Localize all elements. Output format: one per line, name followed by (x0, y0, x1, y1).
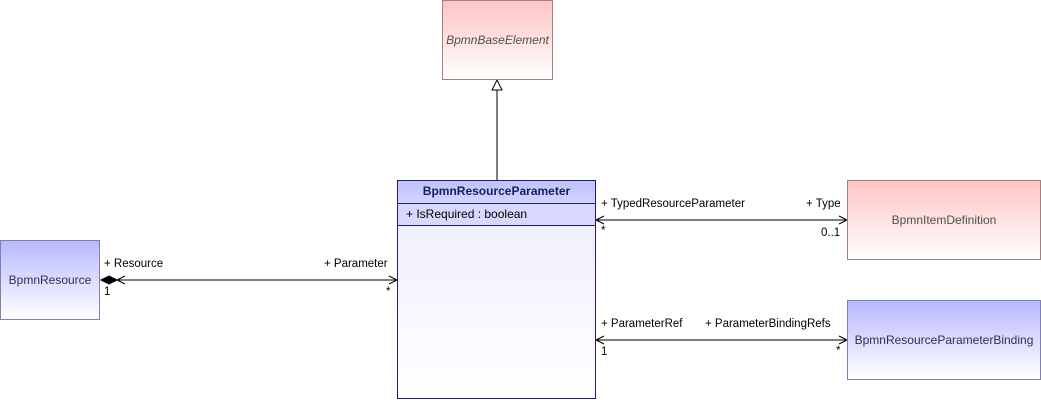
class-bpmn-base-element[interactable]: BpmnBaseElement (442, 0, 553, 80)
class-name: BpmnResourceParameterBinding (854, 333, 1034, 347)
class-bpmn-resource[interactable]: BpmnResource (0, 240, 100, 320)
multiplicity-resource: 1 (104, 286, 111, 298)
class-name: BpmnResourceParameter (398, 181, 595, 204)
class-bpmn-resource-parameter[interactable]: BpmnResourceParameter + IsRequired : boo… (397, 180, 596, 399)
generalization-arrowhead (491, 78, 503, 91)
class-name: BpmnResource (8, 273, 92, 287)
class-name: BpmnBaseElement (446, 33, 549, 47)
role-label-resource: + Resource (104, 258, 164, 270)
multiplicity-parameter-binding-refs: * (836, 345, 841, 357)
multiplicity-parameter: * (386, 286, 391, 298)
class-attribute: + IsRequired : boolean (398, 204, 595, 226)
composition-diamond (99, 275, 119, 285)
class-bpmn-resource-parameter-binding[interactable]: BpmnResourceParameterBinding (847, 300, 1041, 380)
type-arrowhead-left (594, 215, 605, 225)
role-label-parameter-binding-refs: + ParameterBindingRefs (705, 318, 831, 330)
class-bpmn-item-definition[interactable]: BpmnItemDefinition (847, 180, 1041, 260)
binding-arrowhead-left (594, 335, 605, 345)
role-label-typed-resource-parameter: + TypedResourceParameter (601, 198, 745, 210)
role-label-type: + Type (806, 198, 841, 210)
role-label-parameter: + Parameter (324, 258, 388, 270)
role-label-parameter-ref: + ParameterRef (601, 318, 683, 330)
class-name: BpmnItemDefinition (891, 213, 997, 227)
multiplicity-typed-resource-parameter: * (601, 225, 606, 237)
multiplicity-type: 0..1 (821, 227, 841, 239)
composition-arrowhead-left (115, 275, 126, 285)
multiplicity-parameter-ref: 1 (601, 346, 608, 358)
